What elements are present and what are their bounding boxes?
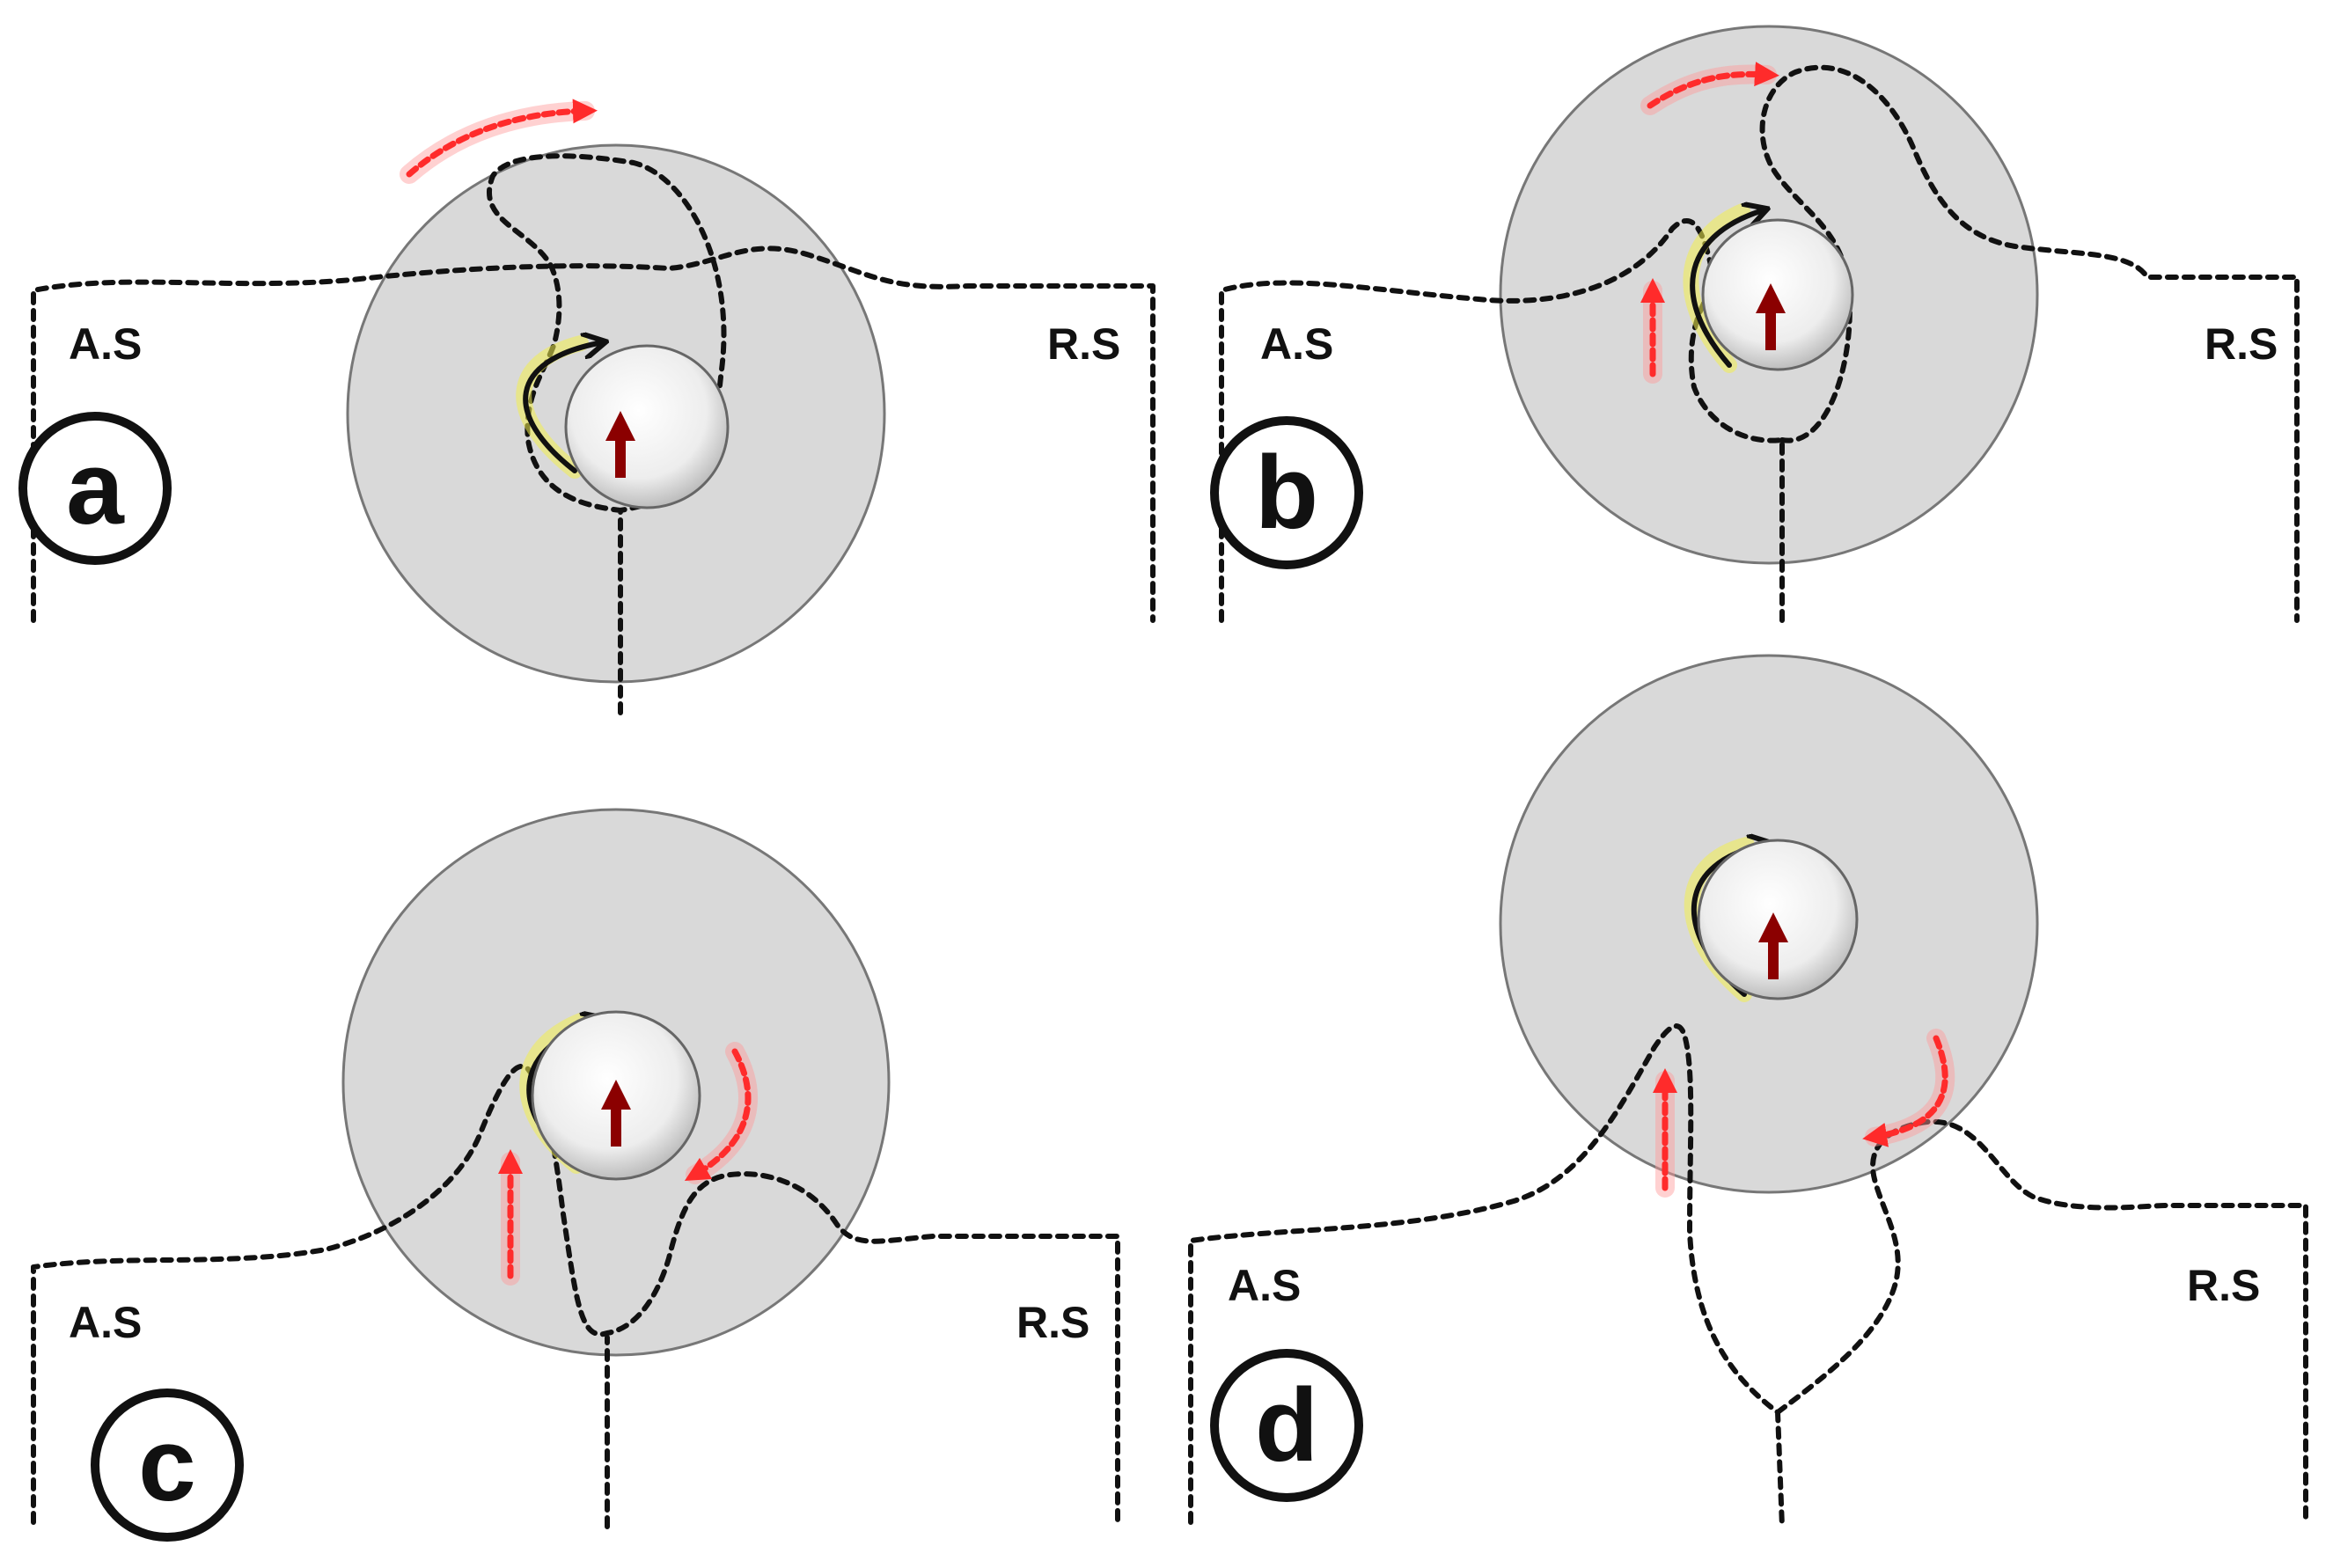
panel-b-rotation-arrow: [1690, 211, 1760, 368]
panel-a-advancing-side-label: A.S: [69, 319, 142, 369]
panel-c-right-flow-arrow: [684, 1048, 752, 1182]
panel-d-letter: d: [1255, 1367, 1318, 1484]
panel-c-workpiece-boundary: [31, 1064, 1120, 1525]
panel-d-retreating-side-label: R.S: [2187, 1261, 2260, 1310]
panel-b-letter: b: [1255, 435, 1318, 551]
panel-d-right-flow-arrow: [1862, 1035, 1948, 1147]
panel-a: A.S R.S a: [18, 99, 1155, 715]
panel-a-letter: a: [66, 430, 125, 546]
panel-a-retreating-side-label: R.S: [1047, 319, 1120, 369]
panel-c-letter: c: [138, 1407, 196, 1523]
panel-d: A.S R.S d: [1188, 654, 2308, 1529]
panel-c: A.S R.S c: [31, 808, 1120, 1542]
panel-d-advancing-side-label: A.S: [1228, 1261, 1301, 1310]
panel-a-workpiece-boundary: [31, 245, 1155, 623]
panel-a-letter-badge: [18, 412, 172, 565]
panel-b-retreating-side-label: R.S: [2205, 319, 2278, 369]
panel-b: A.S R.S b: [1210, 25, 2300, 623]
panel-c-letter-badge: [91, 1388, 244, 1542]
panel-b-upper-flow-arrow: [1647, 62, 1779, 109]
panel-a-flow-arrow: [406, 99, 598, 178]
panel-c-retreating-side-label: R.S: [1016, 1298, 1089, 1347]
panel-c-advancing-side-label: A.S: [69, 1298, 142, 1347]
panel-d-tool-pin: [1697, 839, 1859, 1000]
panel-b-workpiece-boundary: [1219, 218, 1723, 623]
panel-b-tool-pin: [1701, 218, 1854, 371]
panel-b-advancing-side-label: A.S: [1260, 319, 1333, 369]
panel-b-letter-badge: [1210, 416, 1363, 569]
panel-d-letter-badge: [1210, 1349, 1363, 1502]
panel-a-tool-pin: [564, 344, 730, 509]
panel-a-rotation-arrow: [523, 343, 598, 473]
